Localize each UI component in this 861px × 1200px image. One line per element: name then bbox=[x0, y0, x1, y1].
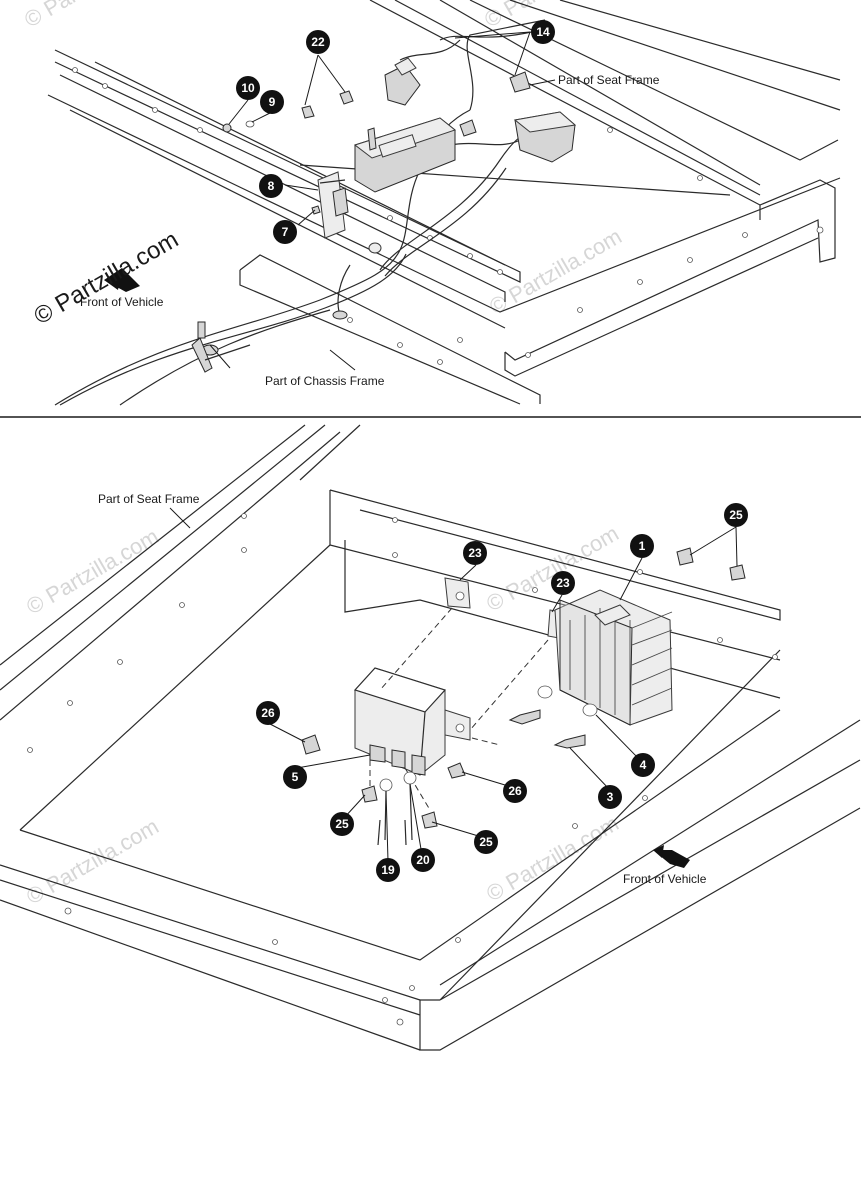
svg-text:26: 26 bbox=[261, 706, 275, 720]
regulator-part bbox=[554, 589, 673, 726]
front-of-vehicle-label: Front of Vehicle bbox=[623, 872, 707, 886]
chassis-frame-label: Part of Chassis Frame bbox=[265, 374, 385, 388]
callout-14: 14 bbox=[531, 20, 555, 44]
svg-text:4: 4 bbox=[640, 758, 647, 772]
svg-text:25: 25 bbox=[729, 508, 743, 522]
callout-23: 23 bbox=[551, 571, 575, 595]
svg-text:26: 26 bbox=[508, 784, 522, 798]
front-arrow-icon bbox=[104, 268, 140, 292]
callout-26: 26 bbox=[503, 779, 527, 803]
callout-9: 9 bbox=[260, 90, 284, 114]
svg-text:20: 20 bbox=[416, 853, 430, 867]
svg-text:8: 8 bbox=[268, 179, 275, 193]
front-of-vehicle-label: Front of Vehicle bbox=[80, 295, 164, 309]
relay-part bbox=[353, 667, 471, 776]
callout-8: 8 bbox=[259, 174, 283, 198]
watermark: © Partzilla.com bbox=[22, 524, 163, 620]
callout-25: 25 bbox=[724, 503, 748, 527]
callout-10: 10 bbox=[236, 76, 260, 100]
bottom-view bbox=[0, 424, 861, 1051]
watermark: © Partzilla.com bbox=[485, 224, 626, 320]
seat-frame-label: Part of Seat Frame bbox=[558, 73, 660, 87]
callout-5: 5 bbox=[283, 765, 307, 789]
svg-text:9: 9 bbox=[269, 95, 276, 109]
callout-25: 25 bbox=[474, 830, 498, 854]
callout-25: 25 bbox=[330, 812, 354, 836]
callout-22: 22 bbox=[306, 30, 330, 54]
watermark: © Partzilla.com bbox=[20, 0, 161, 32]
svg-text:25: 25 bbox=[335, 817, 349, 831]
svg-text:10: 10 bbox=[241, 81, 255, 95]
svg-text:23: 23 bbox=[556, 576, 570, 590]
callout-1: 1 bbox=[630, 534, 654, 558]
top-view bbox=[47, 0, 841, 406]
svg-text:5: 5 bbox=[292, 770, 299, 784]
callout-4: 4 bbox=[631, 753, 655, 777]
svg-text:19: 19 bbox=[381, 863, 395, 877]
svg-text:3: 3 bbox=[607, 790, 614, 804]
callout-7: 7 bbox=[273, 220, 297, 244]
watermark: © Partzilla.com bbox=[482, 811, 623, 907]
svg-text:25: 25 bbox=[479, 835, 493, 849]
callout-26: 26 bbox=[256, 701, 280, 725]
callout-19: 19 bbox=[376, 858, 400, 882]
svg-text:23: 23 bbox=[468, 546, 482, 560]
copyright-brand: © Partzilla.com bbox=[30, 226, 184, 330]
svg-text:22: 22 bbox=[311, 35, 325, 49]
front-arrow-icon bbox=[653, 845, 690, 868]
seat-frame-label: Part of Seat Frame bbox=[98, 492, 200, 506]
callout-20: 20 bbox=[411, 848, 435, 872]
callout-3: 3 bbox=[598, 785, 622, 809]
svg-text:14: 14 bbox=[536, 25, 550, 39]
svg-text:1: 1 bbox=[639, 539, 646, 553]
svg-text:7: 7 bbox=[282, 225, 289, 239]
callout-23: 23 bbox=[463, 541, 487, 565]
bottom-view-callouts: 25 1 23 23 26 5 26 4 3 25 25 bbox=[98, 492, 748, 886]
